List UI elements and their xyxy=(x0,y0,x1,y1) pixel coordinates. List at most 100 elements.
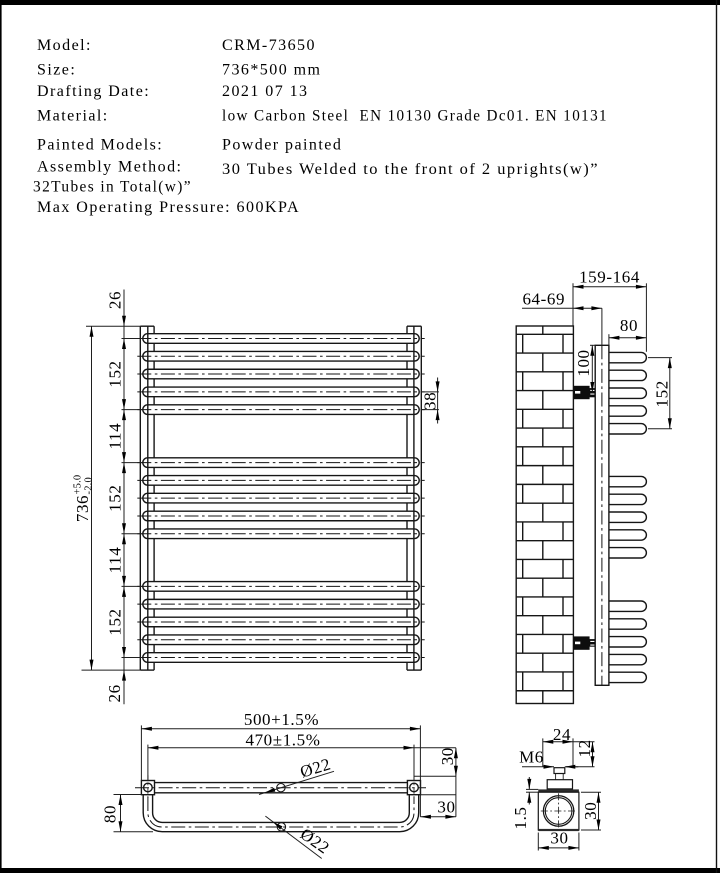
arrow-12 xyxy=(590,756,595,767)
dim-front-114-a: 114 xyxy=(105,423,124,450)
tube-outline xyxy=(142,598,420,610)
dim-detail-m6: M6 xyxy=(519,747,544,766)
arrow-470 xyxy=(147,745,159,750)
arrow-80side xyxy=(635,335,647,340)
arrow-30r xyxy=(596,792,601,803)
arrow-80 xyxy=(118,794,123,805)
arrow-12 xyxy=(590,741,595,753)
arrow-15 xyxy=(527,792,532,803)
arrow-500 xyxy=(141,726,152,731)
arrow-30b xyxy=(568,845,579,850)
dimension-labels: 26 152 114 152 114 152 26 736 +5.0 -2.0 … xyxy=(73,268,672,858)
detail-view xyxy=(522,738,601,851)
arrow-80 xyxy=(118,821,123,832)
dim-plan-500: 500+1.5% xyxy=(244,710,319,729)
bracket-body xyxy=(573,385,590,400)
arrow-30top xyxy=(453,765,458,777)
dim-front-736: 736 +5.0 -2.0 xyxy=(73,475,95,523)
bracket-detail xyxy=(575,641,581,645)
dim-plan-470: 470±1.5% xyxy=(245,730,320,749)
tube-stub xyxy=(608,422,648,435)
arrow-chain xyxy=(122,315,126,327)
spec-value-date: 2021 07 13 xyxy=(222,83,309,100)
dim-detail-30-bottom: 30 xyxy=(550,829,568,848)
arrow-m6 xyxy=(543,764,554,769)
plan-u-tube-centerline xyxy=(147,797,415,828)
arrow-30side xyxy=(420,814,431,819)
dim-front-736-tol-plus: +5.0 xyxy=(73,475,84,495)
tube-outline xyxy=(142,368,420,380)
dim-side-64-69: 64-69 xyxy=(522,290,565,309)
tube-stub xyxy=(608,475,648,488)
detail-flange xyxy=(546,779,574,790)
arrow-chain xyxy=(122,575,126,587)
bracket-nut xyxy=(589,388,596,398)
tube-outline xyxy=(142,386,420,398)
dim-detail-24: 24 xyxy=(553,725,571,744)
arrow-152side xyxy=(667,418,672,429)
dim-front-152-b: 152 xyxy=(105,485,124,512)
detail-plate xyxy=(538,789,579,793)
tube-stub xyxy=(608,618,648,630)
arrow-24 xyxy=(562,739,573,744)
arrow-chain xyxy=(122,399,126,410)
dim-front-736-value: 736 xyxy=(73,495,92,522)
arrow-159 xyxy=(573,284,584,289)
plan-dia-mark-top xyxy=(276,782,286,793)
arrow-chain xyxy=(122,409,126,421)
spec-label-model: Model: xyxy=(37,37,92,54)
border-bottom xyxy=(0,868,720,873)
arrow-100 xyxy=(590,382,595,393)
arrow-736 xyxy=(89,326,94,337)
dim-plan-80: 80 xyxy=(101,805,120,823)
arrow-chain xyxy=(122,670,126,681)
arrow-dia-top xyxy=(264,787,276,793)
side-view xyxy=(515,283,672,705)
bracket-detail xyxy=(590,640,595,642)
bracket-body xyxy=(573,636,590,650)
dim-plan-30-side: 30 xyxy=(437,797,455,816)
arrow-chain xyxy=(122,586,126,597)
dim-front-bottom-26: 26 xyxy=(105,684,124,702)
arrow-30side xyxy=(445,814,456,819)
tube-outline xyxy=(142,652,420,664)
tube-outline xyxy=(142,510,420,522)
arrow-chain xyxy=(122,462,126,474)
arrow-30top xyxy=(453,747,458,759)
bracket-detail xyxy=(590,393,595,395)
dim-front-top-26: 26 xyxy=(105,291,124,309)
spec-value-model: CRM-73650 xyxy=(222,37,316,54)
tube-outline xyxy=(142,404,420,416)
dim-side-152: 152 xyxy=(653,380,672,407)
plan-u-tube-outer xyxy=(142,794,420,833)
tube-outline xyxy=(142,474,420,486)
tube-outline xyxy=(142,457,420,469)
arrow-500 xyxy=(409,726,421,731)
plan-u-tube-inner xyxy=(151,794,410,824)
wall-outline xyxy=(515,325,575,705)
arrow-chain xyxy=(122,523,126,534)
front-view xyxy=(81,289,440,705)
bracket-nut xyxy=(589,639,596,647)
spec-line-total-tubes: 32Tubes in Total(w)” xyxy=(33,179,192,196)
arrow-152side xyxy=(667,357,672,369)
border-right xyxy=(715,0,718,873)
border-left xyxy=(0,0,2,873)
arrow-24 xyxy=(542,739,554,744)
tube-stub xyxy=(608,351,648,364)
dim-front-152-c: 152 xyxy=(105,608,124,635)
arrow-64 xyxy=(573,306,584,311)
tube-stub xyxy=(608,529,648,541)
border-top xyxy=(0,0,720,5)
tube-stub xyxy=(608,493,648,506)
tube-outline xyxy=(142,492,420,504)
arrow-30b xyxy=(538,845,549,850)
tube-outline xyxy=(142,616,420,628)
arrow-chain xyxy=(122,452,126,463)
detail-boss xyxy=(553,767,566,775)
arrow-736 xyxy=(89,659,94,671)
spec-label-date: Drafting Date: xyxy=(37,83,150,100)
tube-stub xyxy=(608,511,648,524)
